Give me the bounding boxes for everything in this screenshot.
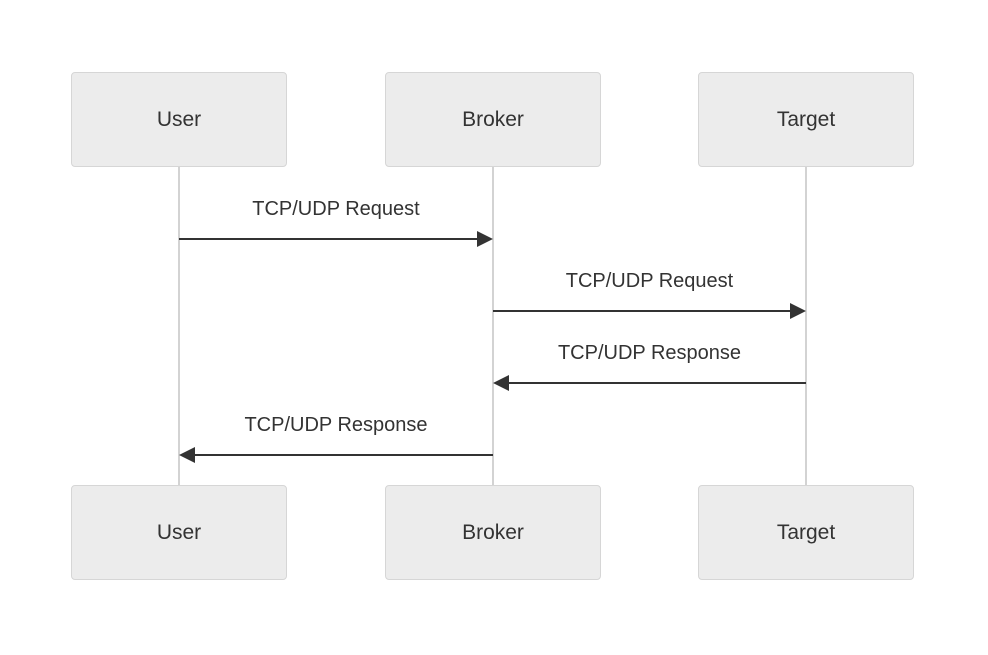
arrow-line <box>193 454 493 456</box>
arrow-head-icon <box>790 303 806 319</box>
actor-label-user: User <box>156 520 202 544</box>
actor-label-broker: Broker <box>462 520 524 544</box>
actor-box-broker-top: Broker <box>385 72 601 167</box>
message-label: TCP/UDP Response <box>557 342 742 364</box>
arrow-line <box>493 310 792 312</box>
actor-label-target: Target <box>776 520 836 544</box>
arrow-head-icon <box>477 231 493 247</box>
message-label: TCP/UDP Request <box>565 270 734 292</box>
actor-box-broker-bottom: Broker <box>385 485 601 580</box>
lifeline-user <box>178 167 180 485</box>
arrow-line <box>507 382 806 384</box>
message-label: TCP/UDP Request <box>252 198 420 220</box>
actor-box-user-bottom: User <box>71 485 287 580</box>
actor-label-user: User <box>156 107 202 131</box>
message-arrow <box>179 447 493 463</box>
arrow-head-icon <box>493 375 509 391</box>
arrow-head-icon <box>179 447 195 463</box>
actor-label-broker: Broker <box>462 107 524 131</box>
message-arrow <box>493 303 806 319</box>
actor-box-target-top: Target <box>698 72 914 167</box>
actor-label-target: Target <box>776 107 836 131</box>
lifeline-target <box>805 167 807 485</box>
message-arrow <box>179 231 493 247</box>
message-label: TCP/UDP Response <box>244 414 428 436</box>
actor-box-target-bottom: Target <box>698 485 914 580</box>
lifeline-broker <box>492 167 494 485</box>
actor-box-user-top: User <box>71 72 287 167</box>
arrow-line <box>179 238 479 240</box>
message-arrow <box>493 375 806 391</box>
